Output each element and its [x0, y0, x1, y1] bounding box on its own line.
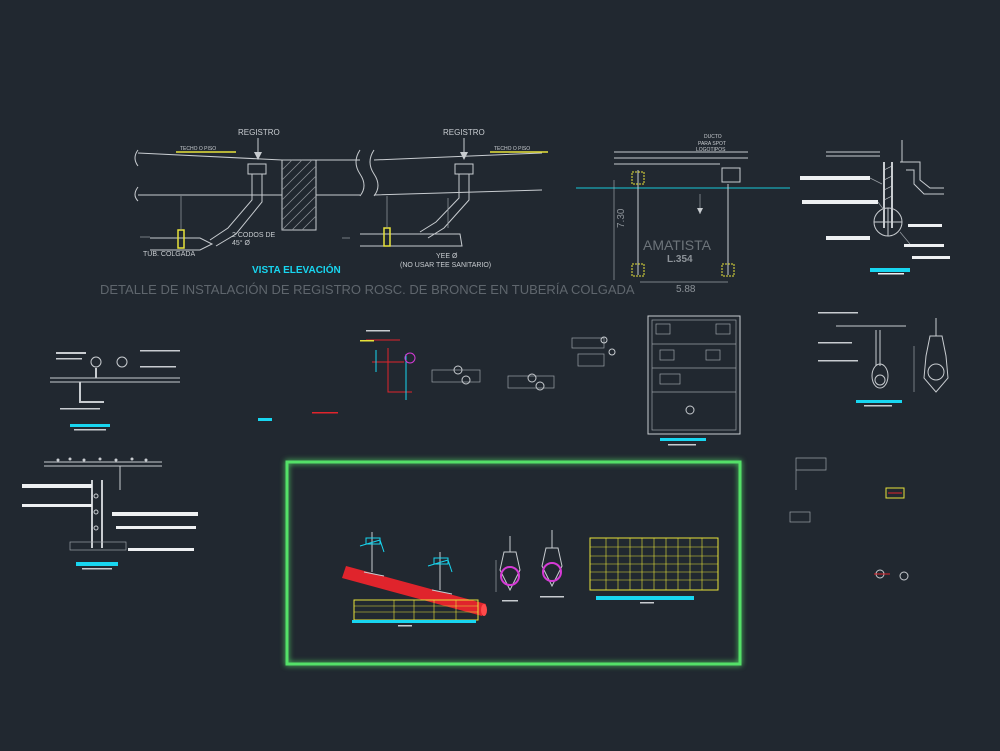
hanger-detail-right-middle [818, 312, 949, 407]
hanger-detail-top-right [800, 140, 950, 275]
logotipos-label: LOGOTIPOS [696, 147, 726, 153]
detail-small-left [50, 350, 338, 431]
registro-label-right: REGISTRO [443, 128, 485, 137]
codos-angle-label: 45° Ø [232, 239, 251, 247]
no-usar-label: (NO USAR TEE SANITARIO) [400, 262, 491, 269]
store-name: AMATISTA [643, 237, 712, 253]
wall-detail-lower-left [22, 457, 198, 570]
dim-vertical: 7.30 [616, 208, 627, 228]
para-spot-label: PARA SPOT [698, 141, 726, 147]
dim-horizontal: 5.88 [676, 284, 696, 295]
yee-label: YEE Ø [436, 253, 458, 260]
detalle-title: DETALLE DE INSTALACIÓN DE REGISTRO ROSC.… [100, 282, 635, 297]
techo-label-left: TECHO O PISO [180, 146, 216, 152]
iso-details-middle [360, 330, 616, 400]
right-small-symbols [789, 457, 909, 581]
store-code: L.354 [667, 254, 693, 265]
pipe-hanger-sheet [285, 460, 742, 666]
registro-label-left: REGISTRO [238, 128, 280, 137]
ducto-label: DUCTO [704, 134, 722, 140]
vista-elevacion-title: VISTA ELEVACIÓN [252, 263, 341, 276]
amatista-section: DUCTO PARA SPOT LOGOTIPOS AMATISTA L.354… [576, 134, 790, 295]
codos-label: 2 CODOS DE [232, 232, 276, 239]
elevation-detail: REGISTRO REGISTRO TECHO O PISO TECHO O P… [100, 128, 635, 297]
tub-colgada-label: TUB. COLGADA [143, 251, 195, 258]
registro-arrow-icon [254, 138, 468, 160]
techo-label-right: TECHO O PISO [494, 146, 530, 152]
floor-plan-middle [647, 315, 741, 446]
pipe-hanger-icon [342, 532, 487, 616]
